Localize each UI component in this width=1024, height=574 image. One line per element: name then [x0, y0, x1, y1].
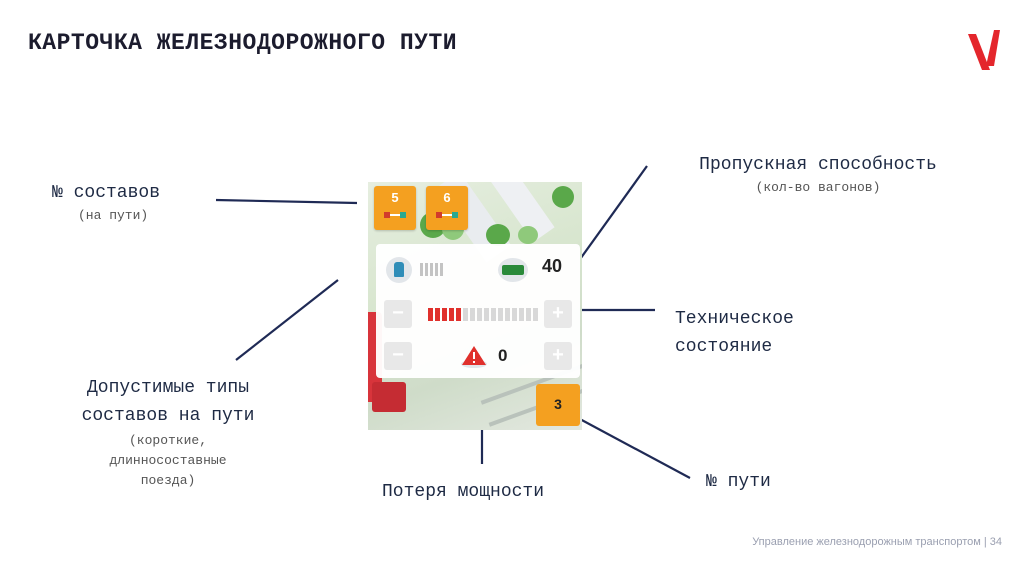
- slide-title: КАРТОЧКА ЖЕЛЕЗНОДОРОЖНОГО ПУТИ: [28, 30, 458, 56]
- condition-segment: [428, 308, 433, 321]
- condition-segment: [491, 308, 496, 321]
- label-types-sub3: поезда): [140, 473, 196, 488]
- condition-segment: [505, 308, 510, 321]
- condition-minus-button[interactable]: −: [384, 300, 412, 328]
- label-capacity-sub: (кол-во вагонов): [755, 180, 881, 195]
- condition-bar: [428, 308, 538, 321]
- train-type-bars: [420, 263, 443, 276]
- locomotive-icon: [386, 257, 412, 283]
- condition-segment: [519, 308, 524, 321]
- label-capacity-main: Пропускная способность: [699, 155, 937, 175]
- condition-segment: [456, 308, 461, 321]
- label-types-line1: Допустимые типы: [86, 378, 250, 398]
- power-plus-button[interactable]: +: [544, 342, 572, 370]
- power-loss-value: 0: [498, 346, 508, 365]
- train-tile[interactable]: 5: [374, 186, 416, 230]
- label-tech: Техническое состояние: [675, 309, 794, 357]
- condition-segment: [449, 308, 454, 321]
- tree: [486, 224, 510, 246]
- label-types-sub2: длинносоставные: [109, 453, 227, 468]
- brand-logo-icon: [968, 30, 1000, 70]
- condition-plus-button[interactable]: +: [544, 300, 572, 328]
- condition-segment: [484, 308, 489, 321]
- red-building: [372, 382, 406, 412]
- tree: [552, 186, 574, 208]
- capacity-value: 40: [542, 256, 563, 276]
- train-tile-number: 5: [391, 190, 399, 205]
- label-types-sub1: (короткие,: [128, 433, 207, 448]
- label-capacity: Пропускная способность (кол-во вагонов): [663, 155, 973, 195]
- condition-segment: [477, 308, 482, 321]
- power-minus-button[interactable]: −: [384, 342, 412, 370]
- wagon-icon: [498, 258, 528, 282]
- tree: [518, 226, 538, 244]
- condition-segment: [533, 308, 538, 321]
- condition-segment: [435, 308, 440, 321]
- train-tile-number: 6: [443, 190, 451, 205]
- callout-line-track: [577, 417, 691, 479]
- callout-line-capacity: [577, 165, 648, 263]
- label-trains-sub: (на пути): [78, 208, 149, 223]
- slide-footer: Управление железнодорожным транспортом |…: [752, 536, 1002, 548]
- label-tech-line2: состояние: [675, 337, 773, 357]
- callout-line-trains: [215, 198, 358, 205]
- condition-segment: [470, 308, 475, 321]
- train-connector-icon: [384, 212, 406, 218]
- label-track: № пути: [706, 472, 771, 492]
- label-types: Допустимые типы составов на пути (коротк…: [48, 378, 288, 488]
- label-power: Потеря мощности: [382, 482, 545, 502]
- condition-segment: [526, 308, 531, 321]
- condition-segment: [498, 308, 503, 321]
- condition-segment: [512, 308, 517, 321]
- callout-line-types: [235, 279, 339, 361]
- track-info-panel: 40 − + − 0 +: [376, 244, 580, 378]
- label-trains: № составов (на пути): [52, 183, 160, 223]
- condition-segment: [463, 308, 468, 321]
- label-tech-line1: Техническое: [675, 309, 794, 329]
- warning-triangle-icon: [461, 346, 487, 368]
- train-tile[interactable]: 6: [426, 186, 468, 230]
- label-types-line2: составов на пути: [81, 406, 255, 426]
- track-number: 3: [554, 396, 562, 412]
- label-trains-main: № составов: [52, 183, 161, 203]
- condition-segment: [442, 308, 447, 321]
- track-number-tile[interactable]: 3: [536, 384, 580, 426]
- train-connector-icon: [436, 212, 458, 218]
